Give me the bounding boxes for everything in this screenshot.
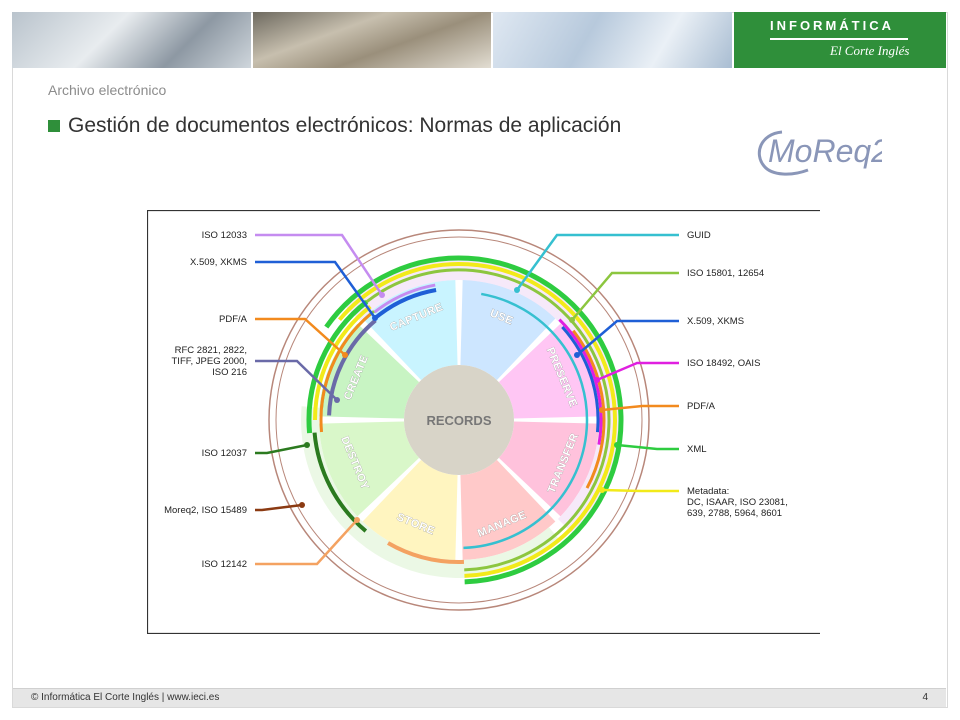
xml-left-band — [306, 299, 369, 434]
brand-name: INFORMÁTICA — [770, 18, 894, 33]
oais-band — [558, 318, 603, 445]
iso12033-band — [373, 283, 436, 314]
segment-destroy — [319, 421, 420, 517]
footer-copyright: © Informática El Corte Inglés | www.ieci… — [31, 692, 220, 703]
right-callout-dot — [594, 377, 600, 383]
x509-preserve-band — [561, 325, 600, 433]
page-number: 4 — [922, 692, 928, 703]
right-standard-label: PDF/A — [687, 401, 716, 412]
moreq2-logo-text: MoReq2 — [768, 133, 882, 169]
footer: © Informática El Corte Inglés | www.ieci… — [13, 688, 946, 707]
records-center — [404, 365, 514, 475]
pdfa-create-band — [319, 313, 372, 433]
metadata-left-band — [313, 304, 372, 421]
right-callout-dot — [599, 487, 605, 493]
moreq2-logo: MoReq2 — [758, 130, 882, 176]
left-callout-line — [255, 359, 338, 401]
right-standard-label: ISO 15801, 12654 — [687, 268, 764, 279]
left-callout-dot — [304, 442, 310, 448]
left-callout-line — [255, 260, 377, 319]
right-callout-line — [596, 361, 679, 382]
left-callout-line — [255, 317, 346, 356]
right-callout-dot — [514, 287, 520, 293]
right-standard-label: Metadata: — [687, 486, 729, 497]
guid-band — [463, 292, 589, 550]
left-callout-line — [255, 519, 358, 566]
segment-transfer — [498, 421, 599, 517]
moreq2-logo-swoosh — [758, 130, 809, 176]
iso12142-band — [387, 541, 465, 564]
right-callout-line — [515, 233, 679, 291]
left-standard-label: RFC 2821, 2822, — [175, 345, 247, 356]
section-title: Archivo electrónico — [48, 82, 167, 98]
right-callout-dot — [569, 317, 575, 323]
left-standard-label: ISO 12033 — [202, 230, 247, 241]
brand-rule — [770, 38, 908, 40]
right-standard-label: GUID — [687, 230, 711, 241]
outer-ring-inner — [275, 236, 643, 604]
left-standard-label: ISO 12037 — [202, 448, 247, 459]
right-callout-line — [616, 443, 679, 451]
metadata-band — [337, 262, 617, 578]
right-callout-line — [571, 271, 679, 321]
iso15801-band — [351, 268, 611, 572]
left-callout-line — [255, 503, 303, 512]
left-standard-label: ISO 216 — [212, 367, 247, 378]
header-photo-strip — [12, 12, 732, 68]
right-standard-label: DC, ISAAR, ISO 23081, — [687, 497, 788, 508]
outer-ring — [268, 229, 650, 611]
header-photo-meeting — [252, 12, 492, 68]
right-standard-label: X.509, XKMS — [687, 316, 744, 327]
right-callout-dot — [574, 352, 580, 358]
segment-store — [362, 459, 458, 560]
header-photo-chart — [493, 12, 732, 68]
right-callout-dot — [599, 407, 605, 413]
left-standard-label: Moreq2, ISO 15489 — [164, 505, 247, 516]
left-callout-dot — [299, 502, 305, 508]
xml-band — [324, 255, 624, 585]
right-callout-line — [601, 488, 679, 493]
segment-manage — [460, 459, 556, 560]
left-standard-label: X.509, XKMS — [190, 257, 247, 268]
segment-create — [319, 323, 420, 419]
right-standard-label: 639, 2788, 5964, 8601 — [687, 508, 782, 519]
brand-logo: INFORMÁTICA El Corte Inglés — [734, 12, 946, 68]
left-callout-dot — [354, 517, 360, 523]
rfc-band — [327, 318, 377, 416]
records-center-label: RECORDS — [426, 413, 491, 428]
left-halo — [301, 406, 561, 578]
left-standard-label: PDF/A — [219, 314, 248, 325]
page-title: Gestión de documentos electrónicos: Norm… — [68, 114, 622, 137]
right-standard-label: XML — [687, 444, 707, 455]
segment-preserve — [498, 323, 599, 419]
left-callout-line — [255, 443, 308, 455]
right-callout-dot — [614, 442, 620, 448]
header-photo-office — [12, 12, 251, 68]
right-callout-line — [601, 404, 679, 412]
x509-capture-band — [372, 288, 437, 321]
left-callout-dot — [334, 397, 340, 403]
title-row: Gestión de documentos electrónicos: Norm… — [48, 114, 621, 138]
segment-use — [460, 280, 556, 381]
brand-subname: El Corte Inglés — [830, 43, 910, 58]
left-callout-dot — [379, 292, 385, 298]
left-callout-line — [255, 233, 384, 296]
right-callout-line — [576, 319, 679, 356]
left-callout-dot — [372, 315, 378, 321]
right-standard-label: ISO 18492, OAIS — [687, 358, 760, 369]
left-standard-label: TIFF, JPEG 2000, — [172, 356, 248, 367]
left-callout-dot — [342, 352, 348, 358]
title-bullet-icon — [48, 120, 60, 132]
left-standard-label: ISO 12142 — [202, 559, 247, 570]
